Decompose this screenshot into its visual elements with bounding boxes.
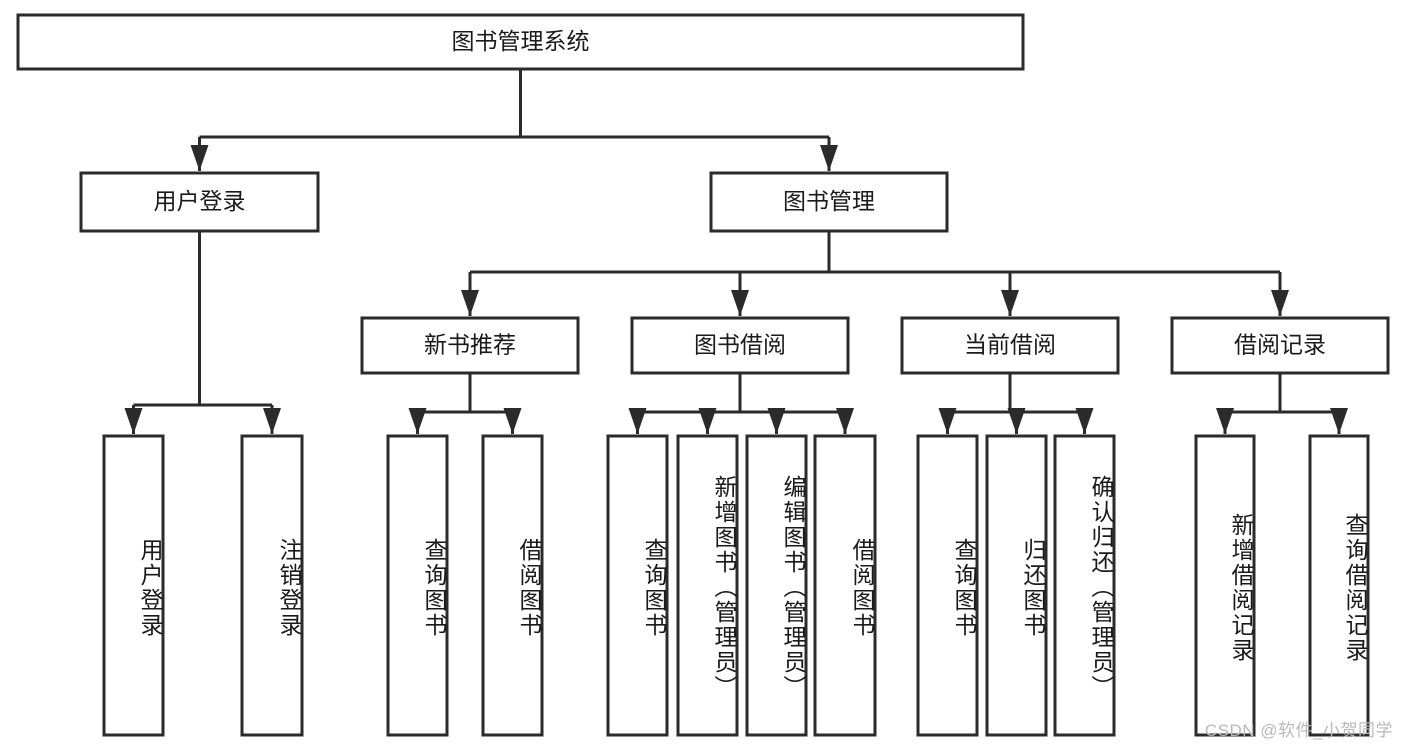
node-box-leaf-borrow-book-b[interactable]: [813, 434, 877, 737]
arrow-head-icon: [190, 145, 209, 171]
node-box-leaf-add-borrow-rec[interactable]: [1194, 434, 1256, 737]
arrow-head-icon: [124, 408, 143, 434]
node-box-leaf-add-book-admin[interactable]: [676, 434, 739, 737]
arrow-head-icon: [1330, 408, 1348, 434]
arrow-head-icon: [628, 408, 647, 434]
node-label-root: 图书管理系统: [452, 28, 590, 54]
arrow-head-icon: [938, 408, 957, 434]
arrow-head-icon: [1271, 290, 1289, 316]
node-label-user-login: 用户登录: [154, 188, 246, 214]
arrow-head-icon: [1007, 408, 1026, 434]
arrow-head-icon: [1001, 290, 1019, 316]
node-box-leaf-user-logout[interactable]: [240, 434, 304, 737]
node-label-new-book-rec: 新书推荐: [424, 332, 516, 358]
node-box-borrow-record[interactable]: [1170, 316, 1390, 375]
node-box-current-borrow[interactable]: [900, 316, 1120, 375]
node-label-current-borrow: 当前借阅: [964, 332, 1056, 358]
node-box-leaf-query-book-c[interactable]: [916, 434, 979, 737]
node-box-root[interactable]: [16, 13, 1025, 71]
node-box-book-borrow[interactable]: [630, 316, 850, 375]
node-box-user-login[interactable]: [79, 171, 320, 233]
node-box-leaf-query-book-b[interactable]: [606, 434, 669, 737]
node-label-book-borrow: 图书借阅: [694, 332, 786, 358]
arrow-head-icon: [731, 290, 749, 316]
arrow-head-icon: [503, 408, 522, 434]
node-box-new-book-rec[interactable]: [360, 316, 580, 375]
arrow-head-icon: [820, 145, 838, 171]
node-label-borrow-record: 借阅记录: [1234, 332, 1326, 358]
node-box-leaf-confirm-return[interactable]: [1053, 434, 1116, 737]
node-label-book-manage: 图书管理: [783, 188, 875, 214]
arrow-head-icon: [767, 408, 786, 434]
node-box-leaf-borrow-book-rec[interactable]: [481, 434, 544, 737]
arrow-head-icon: [461, 290, 479, 316]
arrow-head-icon: [408, 408, 427, 434]
arrow-head-icon: [836, 408, 854, 434]
node-box-book-manage[interactable]: [709, 171, 949, 233]
watermark: CSDN @软件_小贺同学: [1204, 721, 1393, 740]
arrow-head-icon: [698, 408, 717, 434]
arrow-head-icon: [1075, 408, 1094, 434]
arrow-head-icon: [263, 408, 281, 434]
arrow-head-icon: [1216, 408, 1234, 434]
node-box-leaf-query-borrow-rec[interactable]: [1308, 434, 1370, 737]
node-box-leaf-edit-book-admin[interactable]: [745, 434, 808, 737]
node-box-leaf-return-book[interactable]: [985, 434, 1048, 737]
node-box-leaf-user-login[interactable]: [102, 434, 165, 737]
node-box-leaf-query-book-rec[interactable]: [386, 434, 449, 737]
